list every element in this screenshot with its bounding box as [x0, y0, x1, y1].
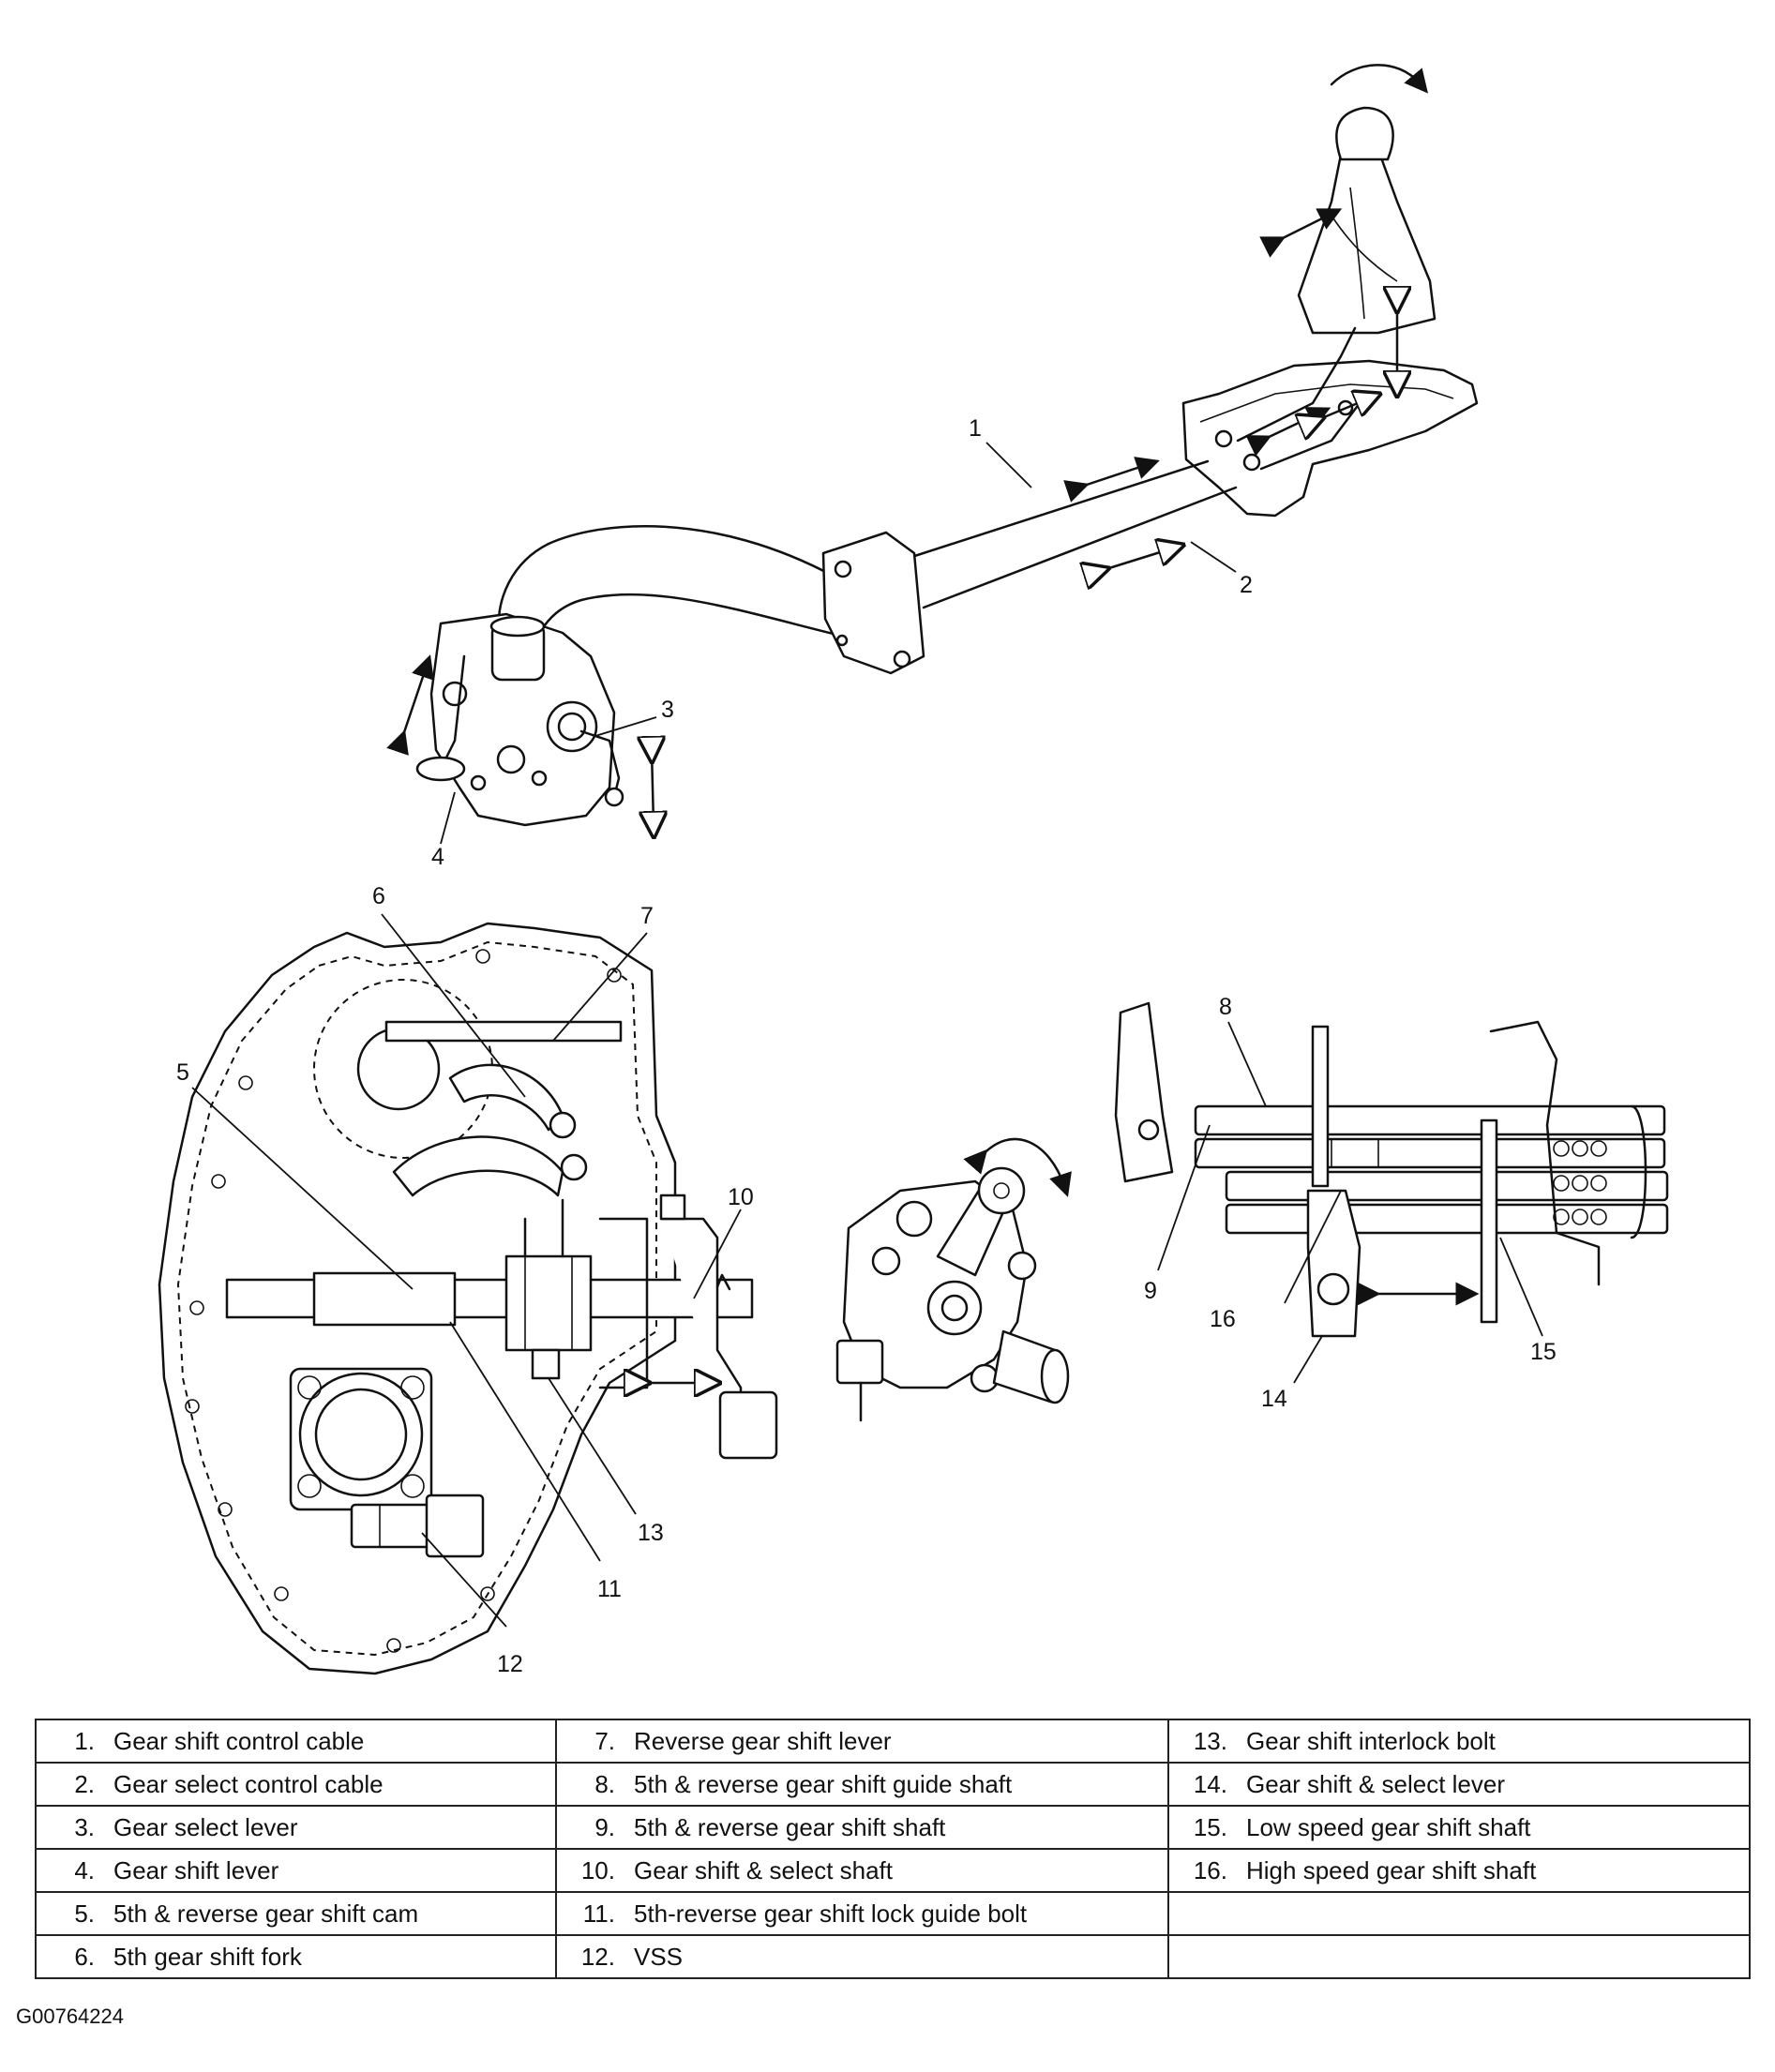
legend-number: 10.: [580, 1855, 615, 1884]
callout-14: 14: [1261, 1386, 1287, 1412]
legend-number: 1.: [74, 1726, 95, 1755]
shifter-assembly: [1181, 64, 1479, 518]
legend-number: 15.: [1193, 1812, 1227, 1841]
legend-cell: 6. 5th gear shift fork: [35, 1934, 557, 1979]
double-arrow-icon: [1259, 208, 1343, 258]
callout-9: 9: [1144, 1278, 1157, 1304]
legend-number: 6.: [74, 1942, 95, 1971]
callout-6: 6: [372, 883, 385, 909]
legend-label: 5th gear shift fork: [113, 1942, 302, 1971]
legend-label: Low speed gear shift shaft: [1246, 1812, 1531, 1841]
callout-16: 16: [1210, 1306, 1236, 1332]
legend-cell: 3. Gear select lever: [35, 1805, 557, 1850]
legend-cell: 9. 5th & reverse gear shift shaft: [555, 1805, 1169, 1850]
legend-label: 5th-reverse gear shift lock guide bolt: [634, 1899, 1028, 1928]
callout-3: 3: [661, 697, 674, 723]
legend-number: 4.: [74, 1855, 95, 1884]
transmission-shift-lever-assembly: [386, 612, 654, 825]
legend-number: 12.: [580, 1942, 615, 1971]
legend-label: 5th & reverse gear shift shaft: [634, 1812, 946, 1841]
legend-label: Gear select lever: [113, 1812, 298, 1841]
exploded-diagram: 1 2 3 4 5 6 7 8 9 10 11 12 13 14 15 16: [158, 64, 1669, 1677]
legend-label: Gear shift & select shaft: [634, 1855, 894, 1884]
callout-7: 7: [640, 903, 654, 929]
legend-row: 1. Gear shift control cable 7. Reverse gear…: [35, 1719, 1751, 1764]
callout-10: 10: [728, 1184, 754, 1210]
callout-15: 15: [1530, 1339, 1557, 1365]
legend-number: 8.: [594, 1769, 615, 1798]
callout-5: 5: [176, 1059, 189, 1086]
double-arrow-icon: [1063, 457, 1160, 503]
legend-number: 16.: [1193, 1855, 1227, 1884]
legend-number: 2.: [74, 1769, 95, 1798]
callout-11: 11: [597, 1576, 622, 1602]
legend-cell: 2. Gear select control cable: [35, 1762, 557, 1807]
legend-cell: 13. Gear shift interlock bolt: [1167, 1719, 1751, 1764]
legend-number: 14.: [1193, 1769, 1227, 1798]
legend-number: 9.: [594, 1812, 615, 1841]
double-arrow-icon: [1313, 398, 1369, 422]
legend-row: 5. 5th & reverse gear shift cam 11. 5th-rev…: [35, 1891, 1751, 1936]
shift-rails: [1114, 1001, 1669, 1338]
legend-label: Gear select control cable: [113, 1769, 384, 1798]
legend-cell: 1. Gear shift control cable: [35, 1719, 557, 1764]
callouts: 1 2 3 4 5 6 7 8 9 10 11 12 13 14 15 16: [176, 415, 1557, 1677]
legend-label: VSS: [634, 1942, 684, 1971]
rotate-arrow-icon: [1330, 64, 1429, 94]
leader-lines: [191, 442, 1543, 1628]
legend-row: 6. 5th gear shift fork 12. VSS: [35, 1934, 1751, 1979]
legend-cell: [1167, 1891, 1751, 1936]
legend-cell: [1167, 1934, 1751, 1979]
parts-legend-table: 1. Gear shift control cable 7. Reverse gear…: [35, 1719, 1751, 1979]
control-cables: [497, 457, 1238, 675]
callout-2: 2: [1240, 572, 1253, 598]
legend-label: Reverse gear shift lever: [634, 1726, 892, 1755]
double-arrow-icon: [386, 654, 434, 756]
legend-cell: 15. Low speed gear shift shaft: [1167, 1805, 1751, 1850]
legend-number: 13.: [1193, 1726, 1227, 1755]
legend-row: 2. Gear select control cable 8. 5th & rever…: [35, 1762, 1751, 1807]
legend-cell: 12. VSS: [555, 1934, 1169, 1979]
callout-1: 1: [969, 415, 982, 442]
legend-label: 5th & reverse gear shift cam: [113, 1899, 419, 1928]
figure-code: G00764224: [16, 2004, 124, 2028]
legend-number: 7.: [594, 1726, 615, 1755]
legend-number: 5.: [74, 1899, 95, 1928]
callout-13: 13: [638, 1520, 664, 1546]
callout-8: 8: [1219, 994, 1232, 1020]
legend-label: Gear shift interlock bolt: [1246, 1726, 1496, 1755]
legend-cell: 7. Reverse gear shift lever: [555, 1719, 1169, 1764]
legend-label: High speed gear shift shaft: [1246, 1855, 1537, 1884]
legend-cell: 5. 5th & reverse gear shift cam: [35, 1891, 557, 1936]
double-arrow-icon: [652, 750, 654, 825]
legend-row: 3. Gear select lever 9. 5th & reverse gear …: [35, 1805, 1751, 1850]
shift-lever-detail: [835, 1137, 1072, 1422]
legend-label: Gear shift control cable: [113, 1726, 365, 1755]
legend-row: 4. Gear shift lever 10. Gear shift & select…: [35, 1848, 1751, 1893]
callout-4: 4: [431, 844, 444, 870]
callout-12: 12: [497, 1651, 523, 1677]
legend-label: Gear shift lever: [113, 1855, 279, 1884]
legend-cell: 10. Gear shift & select shaft: [555, 1848, 1169, 1893]
transmission-case: [158, 922, 778, 1675]
legend-cell: 11. 5th-reverse gear shift lock guide bol…: [555, 1891, 1169, 1936]
legend-label: Gear shift & select lever: [1246, 1769, 1505, 1798]
legend-cell: 14. Gear shift & select lever: [1167, 1762, 1751, 1807]
legend-cell: 8. 5th & reverse gear shift guide shaft: [555, 1762, 1169, 1807]
legend-cell: 4. Gear shift lever: [35, 1848, 557, 1893]
double-arrow-icon: [1097, 548, 1172, 572]
legend-label: 5th & reverse gear shift guide shaft: [634, 1769, 1013, 1798]
legend-number: 11.: [582, 1899, 615, 1928]
rotate-arrow-icon: [963, 1137, 1072, 1197]
legend-number: 3.: [74, 1812, 95, 1841]
legend-cell: 16. High speed gear shift shaft: [1167, 1848, 1751, 1893]
